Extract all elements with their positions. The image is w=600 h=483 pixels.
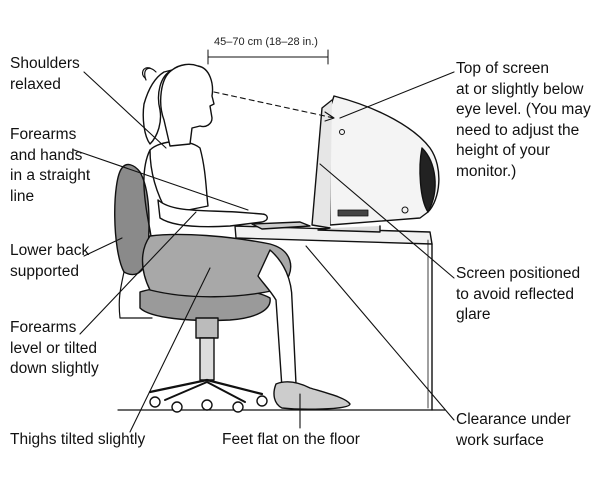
label-shoulders: Shoulders relaxed (10, 55, 80, 93)
leader-lines (73, 71, 455, 433)
sightline (213, 91, 335, 119)
keyboard (251, 221, 311, 230)
label-top-of-screen: Top of screen at or slightly below eye l… (456, 60, 591, 180)
sightline-arrow (324, 111, 335, 122)
label-forearms-hands: Forearms and hands in a straight line (10, 126, 91, 205)
label-forearms-level: Forearms level or tilted down slightly (10, 319, 99, 377)
label-clearance: Clearance under work surface (456, 411, 571, 449)
person (141, 63, 351, 410)
label-lower-back: Lower back supported (10, 242, 90, 280)
label-thighs: Thighs tilted slightly (10, 431, 146, 448)
distance-label: 45–70 cm (18–28 in.) (214, 36, 318, 48)
monitor (311, 95, 440, 233)
label-screen-glare: Screen positioned to avoid reflected gla… (456, 265, 581, 323)
label-feet: Feet flat on the floor (222, 431, 360, 448)
distance-indicator (207, 49, 329, 65)
